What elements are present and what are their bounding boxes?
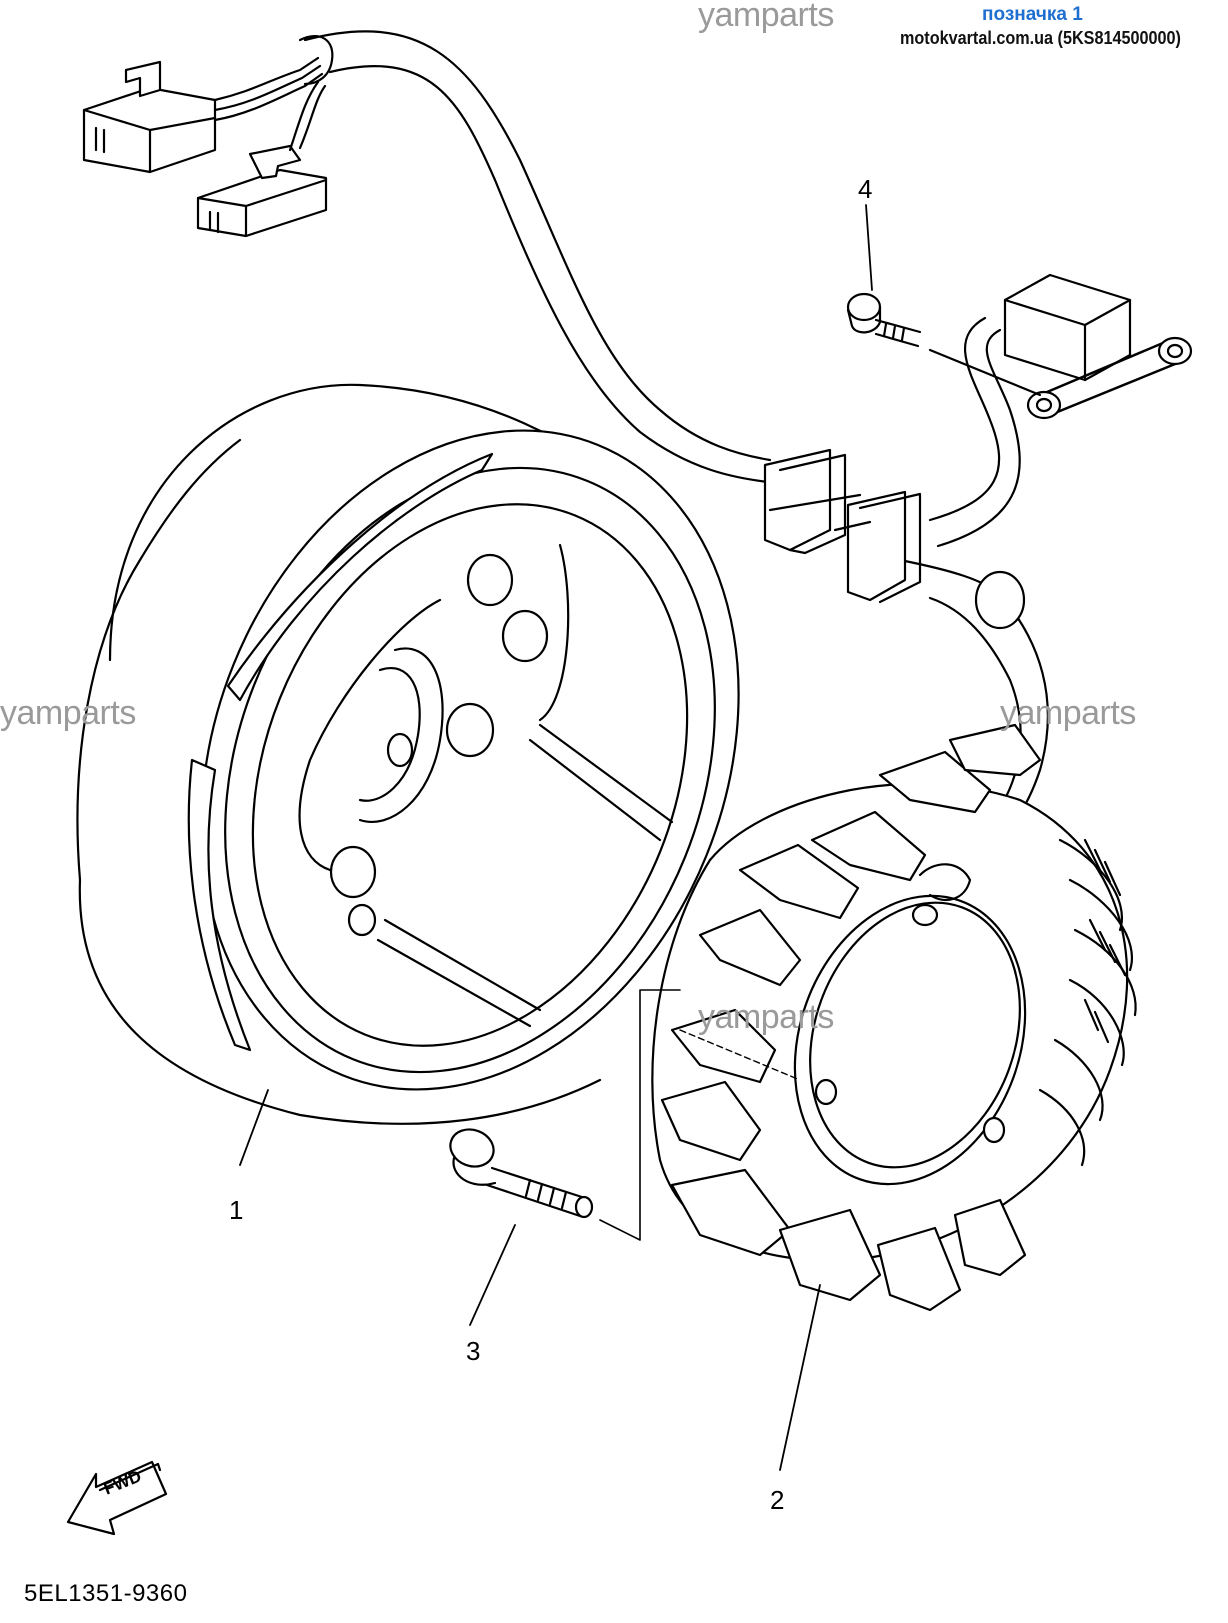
- fwd-arrow-icon: [66, 1460, 168, 1536]
- screw-3: [449, 989, 801, 1241]
- inline-coupler: [763, 448, 922, 604]
- watermark: yamparts: [1000, 694, 1136, 732]
- watermark: yamparts: [0, 694, 136, 732]
- label-link[interactable]: позначка 1: [982, 4, 1083, 25]
- screw-4: [846, 292, 1042, 397]
- callout-3: 3: [466, 1336, 481, 1366]
- leader-lines: [239, 204, 873, 1471]
- callout-2: 2: [770, 1485, 785, 1515]
- part-number: 5EL1351-9360: [24, 1580, 188, 1607]
- callout-1: 1: [229, 1195, 244, 1225]
- callout-4: 4: [858, 174, 873, 204]
- connector-group: [82, 34, 334, 238]
- pickup-coil: [1003, 273, 1193, 420]
- watermark: yamparts: [698, 998, 834, 1036]
- source-site: motokvartal.com.ua (5KS814500000): [900, 28, 1181, 48]
- watermark: yamparts: [698, 0, 834, 34]
- flywheel-rotor: [76, 383, 740, 1125]
- stator-coil: [651, 723, 1137, 1312]
